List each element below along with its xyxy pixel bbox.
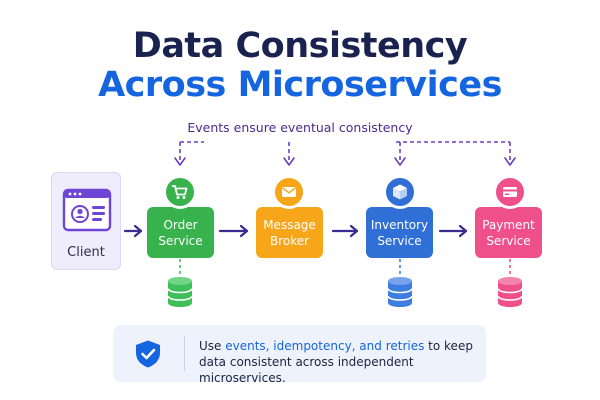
event-bus-dashed <box>179 141 511 161</box>
callout-text: Use events, idempotency, and retries to … <box>199 338 484 386</box>
message-broker-label-line-1: Message <box>263 217 316 232</box>
events-label: Events ensure eventual consistency <box>187 120 413 135</box>
client-label: Client <box>67 245 105 260</box>
inventory-database-icon <box>387 277 413 307</box>
callout-highlight: events, idempotency, and retries <box>225 339 425 353</box>
order-service-label-line-2: Service <box>158 233 203 248</box>
title-line-1: Data Consistency <box>132 26 468 66</box>
payment-service-label-line-1: Payment <box>482 217 535 232</box>
order-service-label-line-1: Order <box>163 217 198 232</box>
cube-icon <box>383 175 417 209</box>
client-box: Client <box>51 172 121 270</box>
event-arrowheads <box>174 157 516 166</box>
envelope-icon <box>272 175 306 209</box>
title-line-2: Across Microservices <box>98 65 502 105</box>
callout-divider <box>184 336 185 371</box>
message-broker-box: Message Broker <box>256 207 323 258</box>
payment-service-box: Payment Service <box>475 207 542 258</box>
info-callout: Use events, idempotency, and retries to … <box>113 325 486 385</box>
db-connectors <box>179 259 511 274</box>
inventory-service-label-line-2: Service <box>377 233 422 248</box>
inventory-service-box: Inventory Service <box>366 207 433 258</box>
order-database-icon <box>167 277 193 307</box>
order-service-box: Order Service <box>147 207 214 258</box>
browser-user-icon <box>62 188 112 232</box>
shield-check-icon <box>136 340 160 368</box>
cart-icon <box>163 175 197 209</box>
inventory-service-label-line-1: Inventory <box>370 217 429 232</box>
callout-text-start: Use <box>199 339 226 353</box>
flow-arrows <box>123 224 468 238</box>
card-icon <box>493 175 527 209</box>
callout-text-end: to keep data consistent across independe… <box>199 339 473 385</box>
message-broker-label-line-2: Broker <box>269 233 310 248</box>
payment-service-label-line-2: Service <box>486 233 531 248</box>
payment-database-icon <box>497 277 523 307</box>
